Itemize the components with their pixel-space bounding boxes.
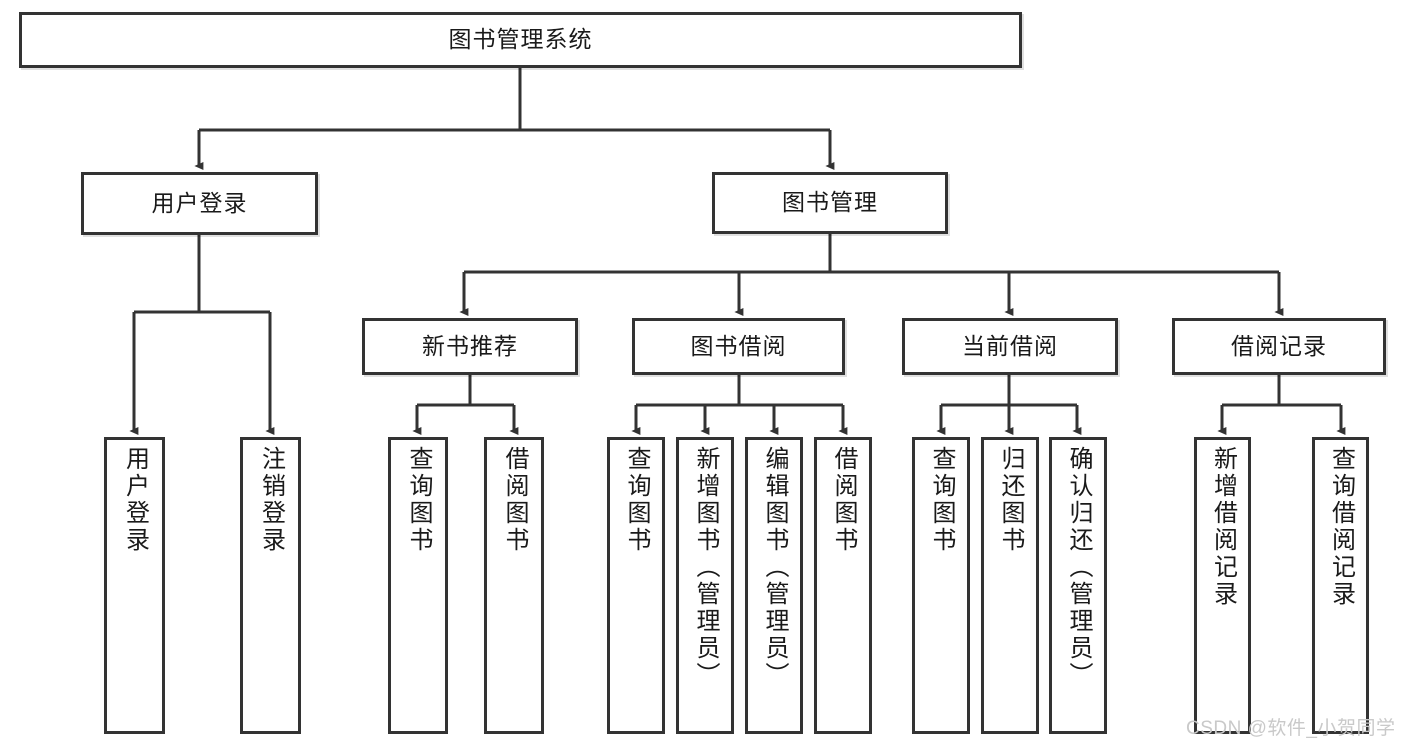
node-label: 新增图书（管理员） <box>692 446 719 689</box>
node-leaf-confirm-return[interactable]: 确认归还（管理员） <box>1049 437 1107 734</box>
node-label: 借阅记录 <box>1231 332 1327 359</box>
node-label: 查询借阅记录 <box>1327 446 1355 608</box>
node-label: 借阅图书 <box>830 446 857 554</box>
node-leaf-logout-login[interactable]: 注销登录 <box>240 437 301 734</box>
node-new-book-recommend[interactable]: 新书推荐 <box>362 318 578 375</box>
node-leaf-query-books-2[interactable]: 查询图书 <box>607 437 665 734</box>
node-label: 图书管理 <box>782 189 878 216</box>
node-label: 查询图书 <box>623 446 650 554</box>
node-leaf-add-book[interactable]: 新增图书（管理员） <box>676 437 734 734</box>
node-label: 查询图书 <box>405 446 432 554</box>
node-label: 归还图书 <box>997 446 1024 554</box>
node-borrow-record[interactable]: 借阅记录 <box>1172 318 1386 375</box>
node-label: 注销登录 <box>257 446 285 554</box>
node-label: 图书借阅 <box>690 332 787 359</box>
node-label: 图书管理系统 <box>448 26 593 53</box>
node-label: 新增借阅记录 <box>1209 446 1237 608</box>
node-leaf-add-record[interactable]: 新增借阅记录 <box>1194 437 1251 734</box>
node-label: 借阅图书 <box>501 446 528 554</box>
node-user-login[interactable]: 用户登录 <box>81 172 318 235</box>
node-book-management[interactable]: 图书管理 <box>712 172 948 234</box>
node-leaf-query-record[interactable]: 查询借阅记录 <box>1312 437 1369 734</box>
node-leaf-return-books[interactable]: 归还图书 <box>981 437 1039 734</box>
watermark-text: CSDN @软件_小贺同学 <box>1186 718 1396 739</box>
node-book-borrow[interactable]: 图书借阅 <box>632 318 845 375</box>
node-label: 查询图书 <box>928 446 955 554</box>
node-label: 用户登录 <box>121 446 149 554</box>
node-label: 当前借阅 <box>962 332 1058 359</box>
node-root-system[interactable]: 图书管理系统 <box>19 12 1022 68</box>
node-leaf-borrow-books-1[interactable]: 借阅图书 <box>484 437 544 734</box>
node-leaf-borrow-books-2[interactable]: 借阅图书 <box>814 437 872 734</box>
node-label: 新书推荐 <box>422 332 518 359</box>
node-label: 编辑图书（管理员） <box>761 446 788 689</box>
node-leaf-edit-book[interactable]: 编辑图书（管理员） <box>745 437 803 734</box>
node-label: 确认归还（管理员） <box>1065 446 1092 689</box>
node-label: 用户登录 <box>151 189 248 216</box>
node-current-borrow[interactable]: 当前借阅 <box>902 318 1118 375</box>
node-leaf-query-books-3[interactable]: 查询图书 <box>912 437 970 734</box>
node-leaf-query-books-1[interactable]: 查询图书 <box>388 437 448 734</box>
node-leaf-user-login[interactable]: 用户登录 <box>104 437 165 734</box>
